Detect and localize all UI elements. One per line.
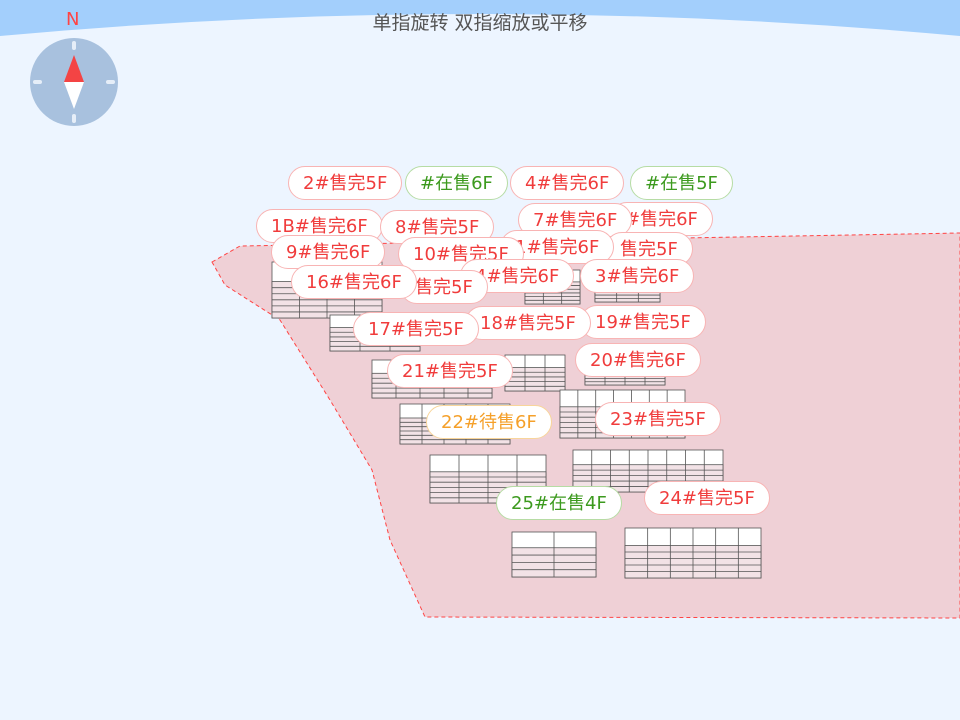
- building-label[interactable]: 23#售完5F: [595, 402, 721, 436]
- building-label[interactable]: 2#售完5F: [288, 166, 403, 200]
- building-label[interactable]: 19#售完5F: [580, 305, 706, 339]
- building[interactable]: [504, 354, 566, 392]
- gesture-hint: 单指旋转 双指缩放或平移: [372, 12, 588, 34]
- building-label[interactable]: 16#售完6F: [291, 265, 417, 299]
- building-label[interactable]: 4#售完6F: [510, 166, 625, 200]
- building-label[interactable]: 21#售完5F: [387, 354, 513, 388]
- building-label[interactable]: 3#售完6F: [580, 259, 695, 293]
- building-label[interactable]: 9#售完6F: [271, 235, 386, 269]
- building-label[interactable]: #在售6F: [405, 166, 508, 200]
- sky-band: [0, 0, 960, 36]
- building-label[interactable]: #在售5F: [630, 166, 733, 200]
- building-label[interactable]: 24#售完5F: [644, 481, 770, 515]
- building-label[interactable]: 17#售完5F: [353, 312, 479, 346]
- north-label: N: [66, 9, 80, 30]
- building-label[interactable]: 18#售完5F: [465, 306, 591, 340]
- building-label[interactable]: 25#在售4F: [496, 486, 622, 520]
- building[interactable]: [624, 527, 762, 579]
- compass-icon[interactable]: [30, 38, 118, 126]
- building-label[interactable]: 22#待售6F: [426, 405, 552, 439]
- building-label[interactable]: 售完5F: [400, 270, 488, 304]
- building-label[interactable]: 20#售完6F: [575, 343, 701, 377]
- building[interactable]: [511, 531, 597, 578]
